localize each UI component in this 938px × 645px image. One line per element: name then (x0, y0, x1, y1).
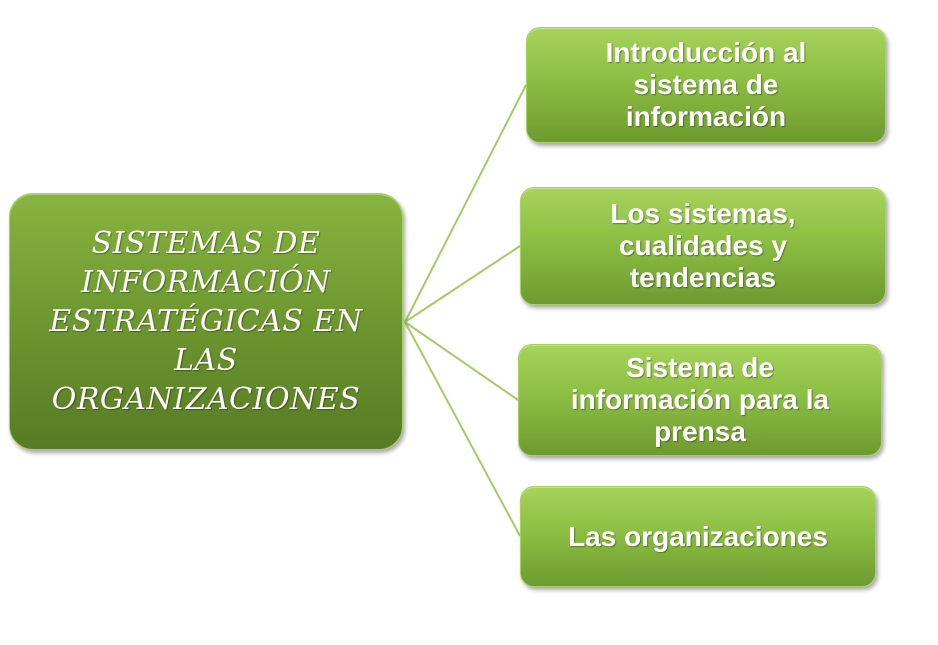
connector-line-4 (404, 321, 521, 537)
branch-label-line: tendencias (629, 262, 777, 293)
central-topic-node: SISTEMAS DE INFORMACIÓN ESTRATÉGICAS EN … (9, 193, 403, 450)
branch-node-introduccion: Introducción al sistema de información (526, 27, 886, 143)
connector-line-1 (404, 84, 527, 323)
branch-label-line: prensa (654, 416, 746, 447)
branch-label: Introducción al sistema de información (590, 37, 823, 133)
branch-label: Sistema de información para la prensa (555, 352, 845, 448)
central-topic-line: INFORMACIÓN (81, 265, 331, 300)
branch-label-line: información (625, 101, 787, 132)
branch-label-line: Los sistemas, (610, 198, 796, 229)
branch-node-organizaciones: Las organizaciones (520, 486, 876, 587)
central-topic-text: SISTEMAS DE INFORMACIÓN ESTRATÉGICAS EN … (35, 224, 376, 419)
central-topic-line: LAS (174, 343, 238, 378)
branch-label-line: Introducción al (605, 37, 807, 68)
branch-label: Las organizaciones (552, 521, 844, 553)
connector-line-3 (404, 321, 519, 401)
branch-label: Los sistemas, cualidades y tendencias (594, 198, 811, 294)
branch-label-line: Las organizaciones (568, 520, 828, 552)
branch-label-line: información para la (570, 384, 830, 415)
connector-line-2 (404, 245, 521, 323)
branch-label-line: Sistema de (626, 352, 774, 383)
central-topic-line: SISTEMAS DE (91, 226, 321, 261)
branch-label-line: cualidades y (618, 230, 788, 261)
branch-node-sistema-prensa: Sistema de información para la prensa (518, 344, 882, 456)
branch-label-line: sistema de (633, 69, 779, 100)
central-topic-line: ESTRATÉGICAS EN (49, 304, 363, 339)
central-topic-line: ORGANIZACIONES (51, 382, 361, 417)
branch-node-sistemas-cualidades: Los sistemas, cualidades y tendencias (520, 187, 886, 305)
